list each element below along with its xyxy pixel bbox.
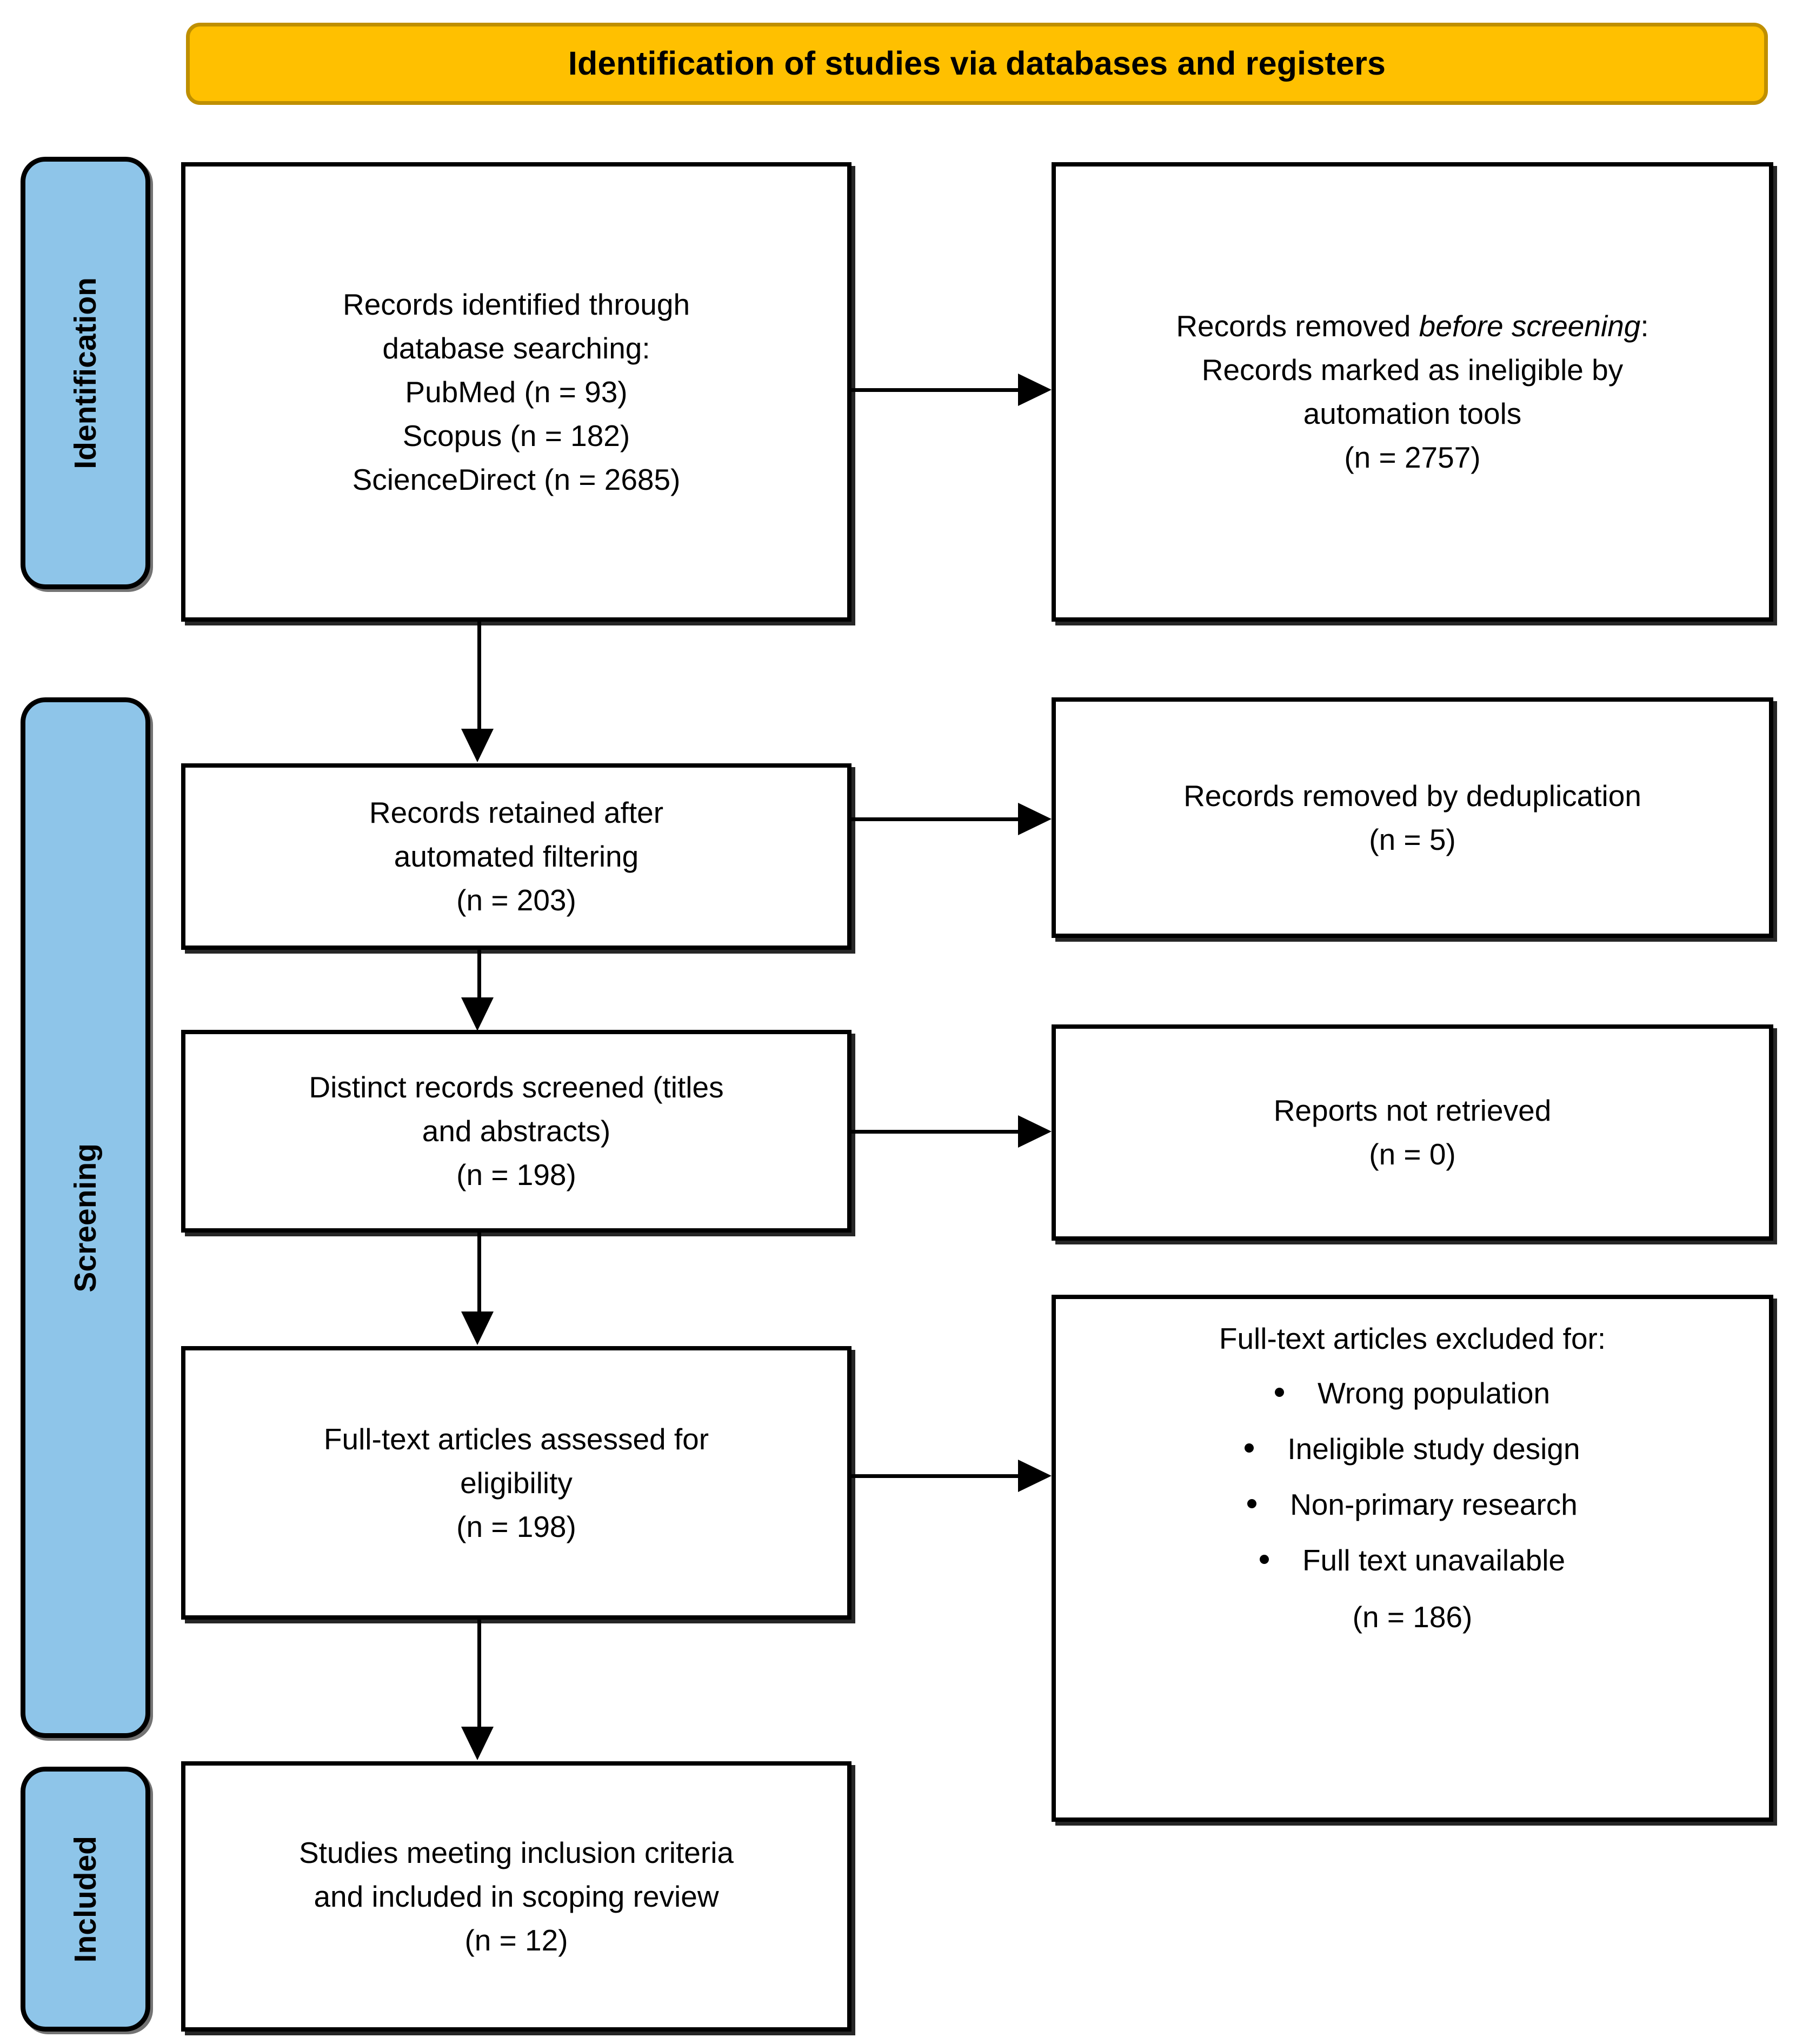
phase-label-included: Included [21,1767,150,2032]
arrowhead-screened-to-not-retrieved [1018,1115,1052,1148]
bullet-icon [1247,1499,1257,1508]
list-item: Full text unavailable [1056,1533,1769,1588]
box-records-identified-scopus: Scopus (n = 182) [402,418,630,452]
box-reports-not-retrieved: Reports not retrieved (n = 0) [1052,1024,1773,1241]
box-distinct-records-screened-line-2: and abstracts) [422,1114,611,1148]
removed-before-emphasis: before screening [1419,309,1641,343]
connector-screened-to-not-retrieved [852,1130,1019,1134]
box-records-removed-deduplication: Records removed by deduplication (n = 5) [1052,697,1773,938]
box-records-removed-before-screening: Records removed before screening: Record… [1052,162,1773,622]
page-title: Identification of studies via databases … [568,45,1386,82]
list-item: Wrong population [1056,1366,1769,1421]
connector-retained-to-dedup [852,817,1019,821]
box-records-retained-line-1: Records retained after [369,796,664,829]
box-studies-included-line-2: and included in scoping review [314,1879,719,1913]
box-records-retained-count: (n = 203) [456,883,576,917]
removed-before-prefix: Records removed [1176,309,1419,343]
box-studies-included-line-1: Studies meeting inclusion criteria [299,1835,734,1869]
box-reports-not-retrieved-count: (n = 0) [1369,1137,1456,1171]
arrowhead-identified-to-retained [461,729,494,762]
box-fulltext-assessed: Full-text articles assessed for eligibil… [181,1346,852,1620]
box-fulltext-excluded-heading: Full-text articles excluded for: [1219,1322,1606,1355]
phase-label-identification-text: Identification [68,277,103,469]
connector-identified-to-removed-before [852,388,1019,392]
arrowhead-identified-to-removed-before [1018,374,1052,406]
box-records-identified-line-2: database searching: [382,331,650,365]
phase-label-identification: Identification [21,157,150,589]
arrowhead-screened-to-fulltext [461,1311,494,1345]
list-item-label: Full text unavailable [1302,1543,1566,1577]
box-distinct-records-screened: Distinct records screened (titles and ab… [181,1030,852,1233]
list-item: Non-primary research [1056,1477,1769,1533]
box-records-identified-pubmed: PubMed (n = 93) [405,375,628,409]
box-records-removed-before-screening-count: (n = 2757) [1344,441,1481,474]
box-records-identified-line-1: Records identified through [342,287,690,321]
list-item: Ineligible study design [1056,1421,1769,1477]
box-fulltext-excluded-count: (n = 186) [1352,1600,1473,1634]
connector-fulltext-to-included [477,1620,481,1728]
box-fulltext-assessed-count: (n = 198) [456,1509,576,1543]
box-fulltext-assessed-line-1: Full-text articles assessed for [323,1422,709,1456]
phase-label-screening-text: Screening [68,1143,103,1293]
list-item-label: Non-primary research [1290,1488,1578,1521]
diagram-header-banner: Identification of studies via databases … [186,23,1768,105]
box-distinct-records-screened-line-1: Distinct records screened (titles [309,1070,724,1104]
box-records-retained: Records retained after automated filteri… [181,763,852,950]
bullet-icon [1259,1554,1269,1564]
box-fulltext-excluded: Full-text articles excluded for: Wrong p… [1052,1295,1773,1822]
list-item-label: Ineligible study design [1287,1432,1580,1466]
phase-label-included-text: Included [68,1835,103,1963]
arrowhead-fulltext-to-included [461,1727,494,1760]
arrowhead-fulltext-to-excluded [1018,1460,1052,1492]
box-records-removed-before-screening-line-1: Records removed before screening: [1176,304,1648,348]
box-records-retained-line-2: automated filtering [394,840,639,873]
connector-screened-to-fulltext [477,1233,481,1313]
connector-retained-to-screened [477,950,481,998]
bullet-icon [1245,1443,1254,1453]
box-records-identified: Records identified through database sear… [181,162,852,622]
bullet-icon [1274,1387,1284,1397]
box-records-identified-sciencedirect: ScienceDirect (n = 2685) [352,462,681,496]
connector-identified-to-retained [477,622,481,730]
box-studies-included: Studies meeting inclusion criteria and i… [181,1761,852,2032]
arrowhead-retained-to-dedup [1018,803,1052,835]
box-distinct-records-screened-count: (n = 198) [456,1158,576,1191]
connector-fulltext-to-excluded [852,1474,1019,1478]
arrowhead-retained-to-screened [461,997,494,1031]
exclusion-reason-list: Wrong population Ineligible study design… [1056,1366,1769,1588]
list-item-label: Wrong population [1317,1376,1551,1410]
box-records-removed-deduplication-count: (n = 5) [1369,822,1456,856]
box-fulltext-assessed-line-2: eligibility [460,1466,573,1500]
box-records-removed-before-screening-line-3: automation tools [1303,397,1522,430]
box-reports-not-retrieved-line-1: Reports not retrieved [1273,1094,1552,1127]
box-records-removed-deduplication-line-1: Records removed by deduplication [1183,778,1641,813]
removed-before-colon: : [1640,309,1649,343]
box-records-removed-before-screening-line-2: Records marked as ineligible by [1201,353,1624,387]
phase-label-screening: Screening [21,697,150,1738]
box-studies-included-count: (n = 12) [464,1923,568,1957]
